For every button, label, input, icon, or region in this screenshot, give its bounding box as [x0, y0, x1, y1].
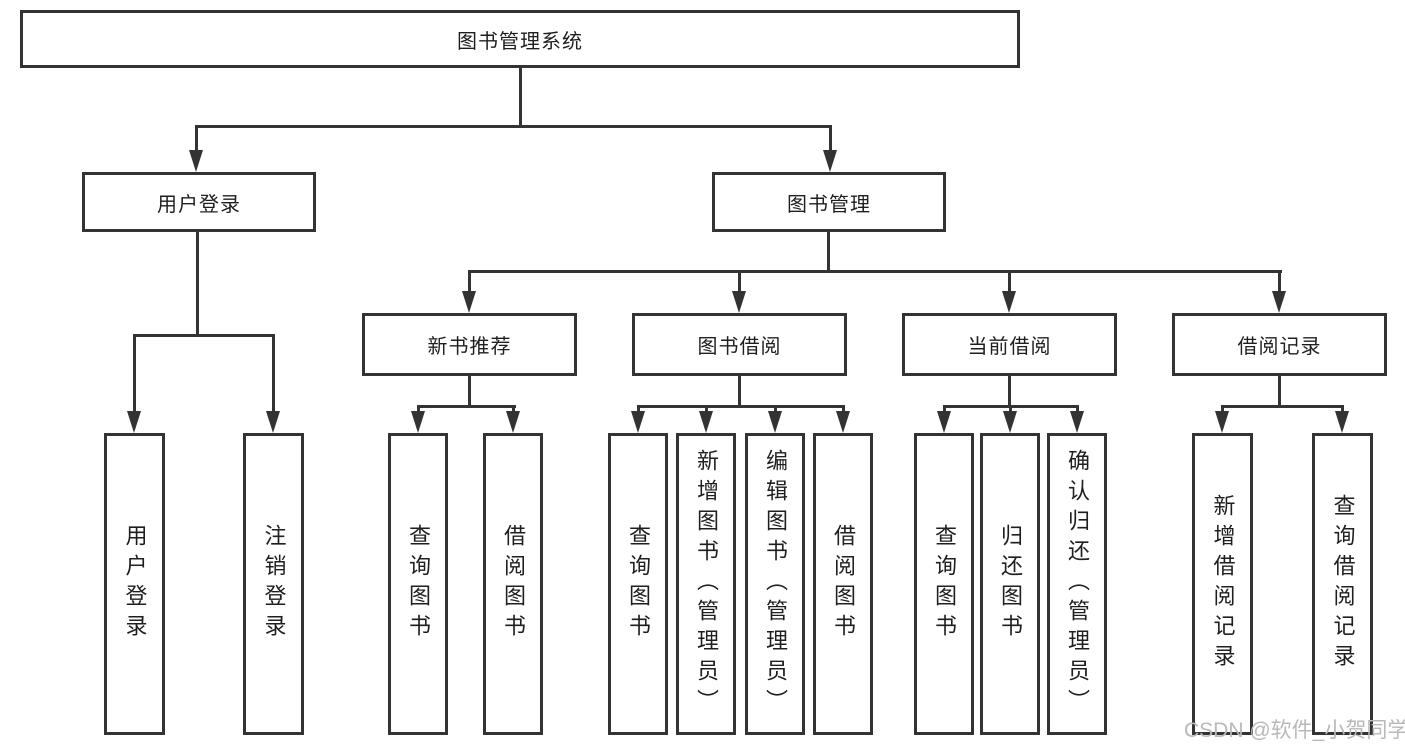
node-borrow-records: 借阅记录 [1172, 313, 1387, 376]
node-root-label: 图书管理系统 [457, 30, 583, 53]
connector-line [738, 376, 741, 408]
node-borrow-records-label: 借阅记录 [1237, 336, 1322, 358]
node-book-borrow: 图书借阅 [632, 313, 847, 376]
leaf-add-borrow-record-label: 新增借阅记录 [1210, 494, 1236, 674]
connector-line [829, 125, 832, 152]
leaf-user-login-label: 用户登录 [122, 524, 148, 644]
connector-line [1076, 405, 1079, 414]
connector-line [1008, 376, 1011, 408]
csdn-watermark: CSDN @软件_小贺同学 [1184, 719, 1405, 742]
leaf-borrow-books-2: 借阅图书 [813, 433, 873, 735]
connector-line [774, 405, 777, 414]
arrowhead-down-icon [189, 150, 203, 172]
leaf-return-book: 归还图书 [980, 433, 1040, 735]
node-user-login-branch-label: 用户登录 [157, 193, 241, 216]
leaf-query-books-2: 查询图书 [608, 433, 668, 735]
leaf-add-book-admin: 新增图书（管理员） [676, 433, 736, 735]
connector-line [195, 125, 832, 128]
connector-line [637, 405, 845, 408]
connector-line [133, 334, 275, 337]
leaf-confirm-return-admin-label: 确认归还（管理员） [1065, 449, 1090, 719]
connector-line [468, 270, 471, 293]
node-root: 图书管理系统 [20, 10, 1020, 68]
leaf-edit-book-admin: 编辑图书（管理员） [745, 433, 805, 735]
arrowhead-down-icon [1003, 411, 1017, 433]
node-new-book-recommend-label: 新书推荐 [427, 336, 512, 358]
arrowhead-down-icon [836, 411, 850, 433]
leaf-logout: 注销登录 [243, 433, 304, 735]
connector-line [272, 334, 275, 413]
arrowhead-down-icon [768, 411, 782, 433]
arrowhead-down-icon [127, 411, 141, 433]
leaf-query-borrow-record-label: 查询借阅记录 [1330, 494, 1356, 674]
connector-line [1341, 405, 1344, 414]
arrowhead-down-icon [462, 291, 476, 313]
node-current-borrow: 当前借阅 [902, 313, 1117, 376]
arrowhead-down-icon [1070, 411, 1084, 433]
leaf-logout-label: 注销登录 [261, 524, 287, 644]
leaf-query-books-2-label: 查询图书 [626, 524, 651, 644]
arrowhead-down-icon [1002, 291, 1016, 313]
connector-line [196, 232, 199, 337]
connector-line [637, 405, 640, 414]
leaf-return-book-label: 归还图书 [998, 524, 1023, 644]
connector-line [705, 405, 708, 414]
connector-line [512, 405, 515, 414]
connector-line [417, 405, 420, 414]
connector-line [1009, 405, 1012, 414]
arrowhead-down-icon [1215, 411, 1229, 433]
arrowhead-down-icon [699, 411, 713, 433]
connector-line [468, 376, 471, 408]
leaf-query-books-3: 查询图书 [914, 433, 974, 735]
leaf-edit-book-admin-label: 编辑图书（管理员） [763, 449, 788, 719]
arrowhead-down-icon [937, 411, 951, 433]
leaf-user-login: 用户登录 [104, 433, 165, 735]
arrowhead-down-icon [823, 150, 837, 172]
connector-line [827, 232, 830, 273]
node-book-management: 图书管理 [712, 172, 946, 232]
leaf-borrow-books-1-label: 借阅图书 [501, 524, 526, 644]
connector-line [133, 334, 136, 413]
connector-line [738, 270, 741, 293]
node-new-book-recommend: 新书推荐 [362, 313, 577, 376]
arrowhead-down-icon [631, 411, 645, 433]
arrowhead-down-icon [411, 411, 425, 433]
connector-line [842, 405, 845, 414]
arrowhead-down-icon [732, 291, 746, 313]
arrowhead-down-icon [1335, 411, 1349, 433]
leaf-add-book-admin-label: 新增图书（管理员） [694, 449, 719, 719]
node-book-borrow-label: 图书借阅 [697, 336, 782, 358]
leaf-query-books-1: 查询图书 [388, 433, 448, 735]
leaf-borrow-books-1: 借阅图书 [483, 433, 543, 735]
leaf-query-books-3-label: 查询图书 [932, 524, 957, 644]
leaf-borrow-books-2-label: 借阅图书 [831, 524, 856, 644]
leaf-query-books-1-label: 查询图书 [406, 524, 431, 644]
connector-line [1278, 270, 1281, 293]
node-book-management-label: 图书管理 [787, 193, 871, 216]
connector-line [468, 270, 1282, 273]
connector-line [417, 405, 516, 408]
connector-line [1221, 405, 1224, 414]
connector-line [1221, 405, 1344, 408]
leaf-add-borrow-record: 新增借阅记录 [1192, 433, 1253, 735]
connector-line [519, 65, 522, 128]
connector-line [1278, 376, 1281, 408]
node-current-borrow-label: 当前借阅 [967, 336, 1052, 358]
leaf-query-borrow-record: 查询借阅记录 [1312, 433, 1373, 735]
node-user-login-branch: 用户登录 [82, 172, 316, 232]
arrowhead-down-icon [506, 411, 520, 433]
connector-line [1008, 270, 1011, 293]
arrowhead-down-icon [266, 411, 280, 433]
leaf-confirm-return-admin: 确认归还（管理员） [1047, 433, 1107, 735]
connector-line [943, 405, 946, 414]
connector-line [195, 125, 198, 152]
arrowhead-down-icon [1272, 291, 1286, 313]
